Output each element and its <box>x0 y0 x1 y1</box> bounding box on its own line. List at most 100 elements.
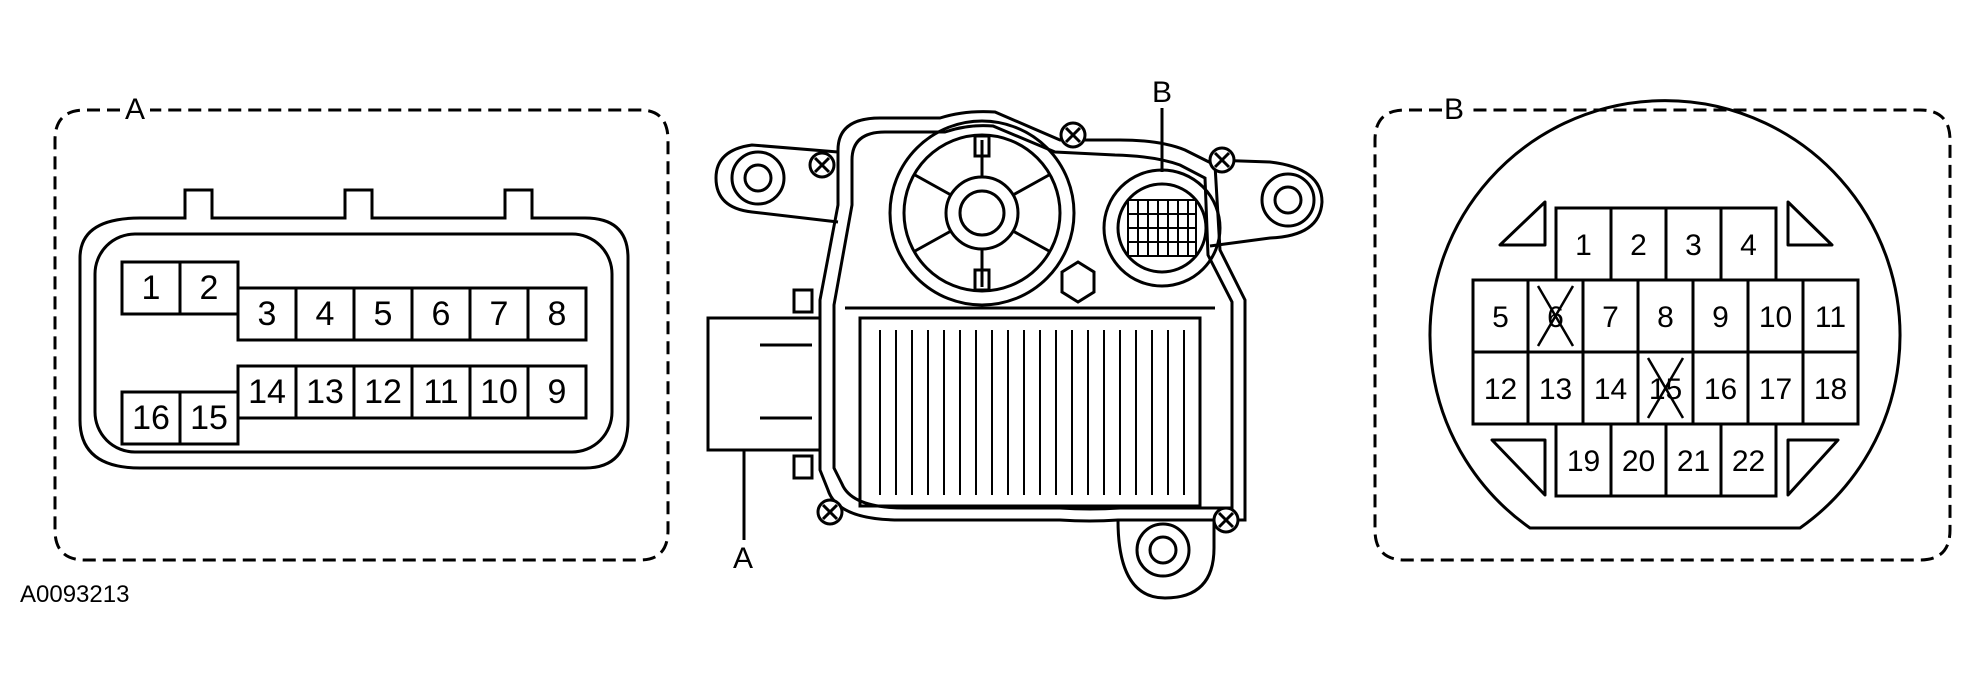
connector-b-pins: 12345678910111213141516171819202122 <box>1471 206 1860 498</box>
pin-number: 14 <box>248 373 286 411</box>
pin-cell: 11 <box>410 364 472 420</box>
pin-number: 8 <box>1657 301 1674 334</box>
pin-number: 3 <box>258 295 277 333</box>
pin-cell: 6 <box>410 286 472 342</box>
panel-b-label: B <box>1444 93 1464 126</box>
pin-cell: 18 <box>1801 350 1860 426</box>
pin-box <box>526 286 588 342</box>
pin-cell: 17 <box>1746 350 1805 426</box>
pin-number: 6 <box>432 295 451 333</box>
pin-number: 9 <box>548 373 567 411</box>
panel-b-dashed-frame <box>1373 108 1952 562</box>
screw-top-center-icon <box>1059 121 1087 149</box>
pin-cell: 6 <box>1526 278 1585 354</box>
pin-cell: 12 <box>1471 350 1530 426</box>
panel-a-label: A <box>125 93 145 126</box>
pin-cell: 12 <box>352 364 414 420</box>
pin-cell: 15 <box>1636 350 1695 426</box>
pin-number: 20 <box>1622 445 1655 478</box>
pin-cell: 11 <box>1801 278 1860 354</box>
callout-a: A <box>733 450 753 575</box>
pin-number: 12 <box>1484 373 1517 406</box>
pin-cell: 7 <box>468 286 530 342</box>
pin-number: 11 <box>423 373 458 411</box>
callout-a-label: A <box>733 542 753 575</box>
pin-number: 7 <box>490 295 509 333</box>
screws <box>808 121 1240 534</box>
pin-number: 8 <box>548 295 567 333</box>
pin-cell: 1 <box>120 260 182 316</box>
pin-box <box>1801 350 1860 426</box>
pin-cell: 15 <box>178 390 240 446</box>
pin-number: 11 <box>1815 301 1846 334</box>
cover-plate <box>858 316 1202 508</box>
pin-number: 5 <box>374 295 393 333</box>
pin-cell: 22 <box>1719 422 1778 498</box>
main-housing-outline <box>818 110 1247 523</box>
pin-number: 17 <box>1759 373 1792 406</box>
pin-number: 15 <box>190 399 228 437</box>
pin-number: 3 <box>1685 229 1702 262</box>
right-mounting-ear <box>1209 158 1324 248</box>
pin-cell: 21 <box>1664 422 1723 498</box>
pin-cell: 16 <box>1691 350 1750 426</box>
pin-cell: 2 <box>178 260 240 316</box>
pin-cell: 3 <box>1664 206 1723 282</box>
pin-box <box>1719 422 1778 498</box>
pin-number: 4 <box>1740 229 1757 262</box>
pin-cell: 19 <box>1554 422 1613 498</box>
screw-top-left-icon <box>808 151 836 179</box>
pin-number: 12 <box>364 373 402 411</box>
pin-number: 18 <box>1814 373 1847 406</box>
connector-b-socket-grid <box>1127 199 1197 257</box>
pin-number: 16 <box>1704 373 1737 406</box>
connector-a-plug <box>706 316 822 452</box>
pin-cell: 8 <box>1636 278 1695 354</box>
pin-cell: 1 <box>1554 206 1613 282</box>
pin-cell: 20 <box>1609 422 1668 498</box>
panel-a-dashed-frame <box>53 108 670 562</box>
sensor-housing-illustration <box>706 110 1324 600</box>
pin-cell: 5 <box>352 286 414 342</box>
pin-number: 16 <box>132 399 170 437</box>
pin-number: 10 <box>480 373 518 411</box>
pin-cell: 3 <box>236 286 298 342</box>
pin-number: 13 <box>306 373 344 411</box>
pin-number: 19 <box>1567 445 1600 478</box>
pin-number: 21 <box>1677 445 1710 478</box>
callout-b: B <box>1152 76 1172 172</box>
pin-number: 1 <box>1575 229 1592 262</box>
pin-cell: 13 <box>1526 350 1585 426</box>
pin-box <box>526 364 588 420</box>
left-mounting-ear <box>714 143 839 224</box>
selector-rotor <box>888 119 1076 307</box>
pin-cell: 10 <box>1746 278 1805 354</box>
pin-cell: 2 <box>1609 206 1668 282</box>
bottom-mounting-ear <box>1116 519 1216 600</box>
pin-number: 2 <box>200 269 219 307</box>
pin-number: 14 <box>1594 373 1627 406</box>
pin-cell: 14 <box>1581 350 1640 426</box>
pin-cell: 9 <box>526 364 588 420</box>
pin-number: 22 <box>1732 445 1765 478</box>
pin-number: 13 <box>1539 373 1572 406</box>
pin-cell: 4 <box>294 286 356 342</box>
pin-cell: 13 <box>294 364 356 420</box>
hex-nut <box>1060 260 1096 304</box>
pin-number: 4 <box>316 295 335 333</box>
pin-number: 5 <box>1492 301 1509 334</box>
pin-number: 7 <box>1602 301 1619 334</box>
pin-number: 1 <box>142 269 161 307</box>
pin-unused-cross-mark <box>1646 357 1685 419</box>
figure-id: A0093213 <box>20 581 129 608</box>
pin-number: 9 <box>1712 301 1729 334</box>
pin-cell: 9 <box>1691 278 1750 354</box>
connector-b-face <box>1428 99 1902 530</box>
pin-cell: 7 <box>1581 278 1640 354</box>
screw-bottom-right-icon <box>1212 506 1240 534</box>
pin-number: 10 <box>1759 301 1792 334</box>
callout-b-label: B <box>1152 76 1172 109</box>
